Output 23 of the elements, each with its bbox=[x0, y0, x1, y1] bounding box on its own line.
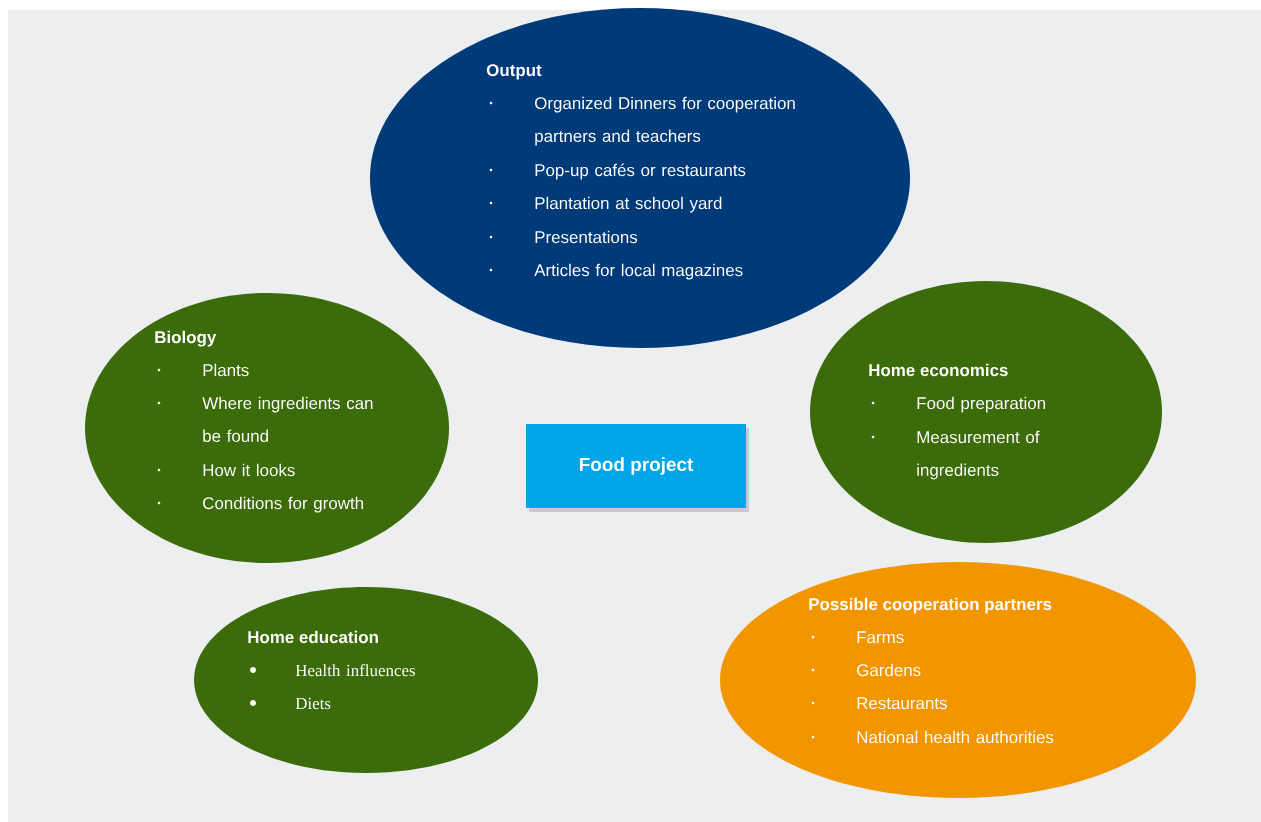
list-item: Plantation at school yard bbox=[489, 196, 722, 213]
heading: Possible cooperation partners bbox=[809, 597, 1052, 614]
list-item: National health authorities bbox=[811, 730, 1054, 744]
list-item: Pop-up cafés or restaurants bbox=[489, 163, 746, 180]
list-item: Health influences bbox=[250, 664, 415, 677]
list-item: Food preparation bbox=[871, 396, 1045, 413]
list-item: Plants bbox=[157, 363, 249, 377]
list-item: Farms bbox=[811, 631, 904, 644]
heading: Biology bbox=[155, 330, 217, 347]
heading: Output bbox=[486, 64, 542, 80]
list-item: Gardens bbox=[811, 663, 921, 677]
list-item: How it looks bbox=[157, 463, 295, 477]
list-item: Restaurants bbox=[811, 697, 947, 710]
title-box: Food project bbox=[526, 424, 749, 512]
heading: Home economics bbox=[869, 363, 1008, 377]
list-item: Articles for local magazines bbox=[489, 263, 743, 280]
list-item: Conditions for growth bbox=[157, 496, 363, 513]
list-item: Diets bbox=[250, 697, 331, 710]
list-item: Measurement of ingredients bbox=[871, 430, 1040, 480]
list-item: Organized Dinners for cooperation partners and teachers bbox=[489, 96, 795, 146]
list-item: Where ingredients can be found bbox=[157, 396, 373, 443]
heading: Home education bbox=[248, 630, 378, 644]
list-item: Presentations bbox=[489, 230, 638, 244]
